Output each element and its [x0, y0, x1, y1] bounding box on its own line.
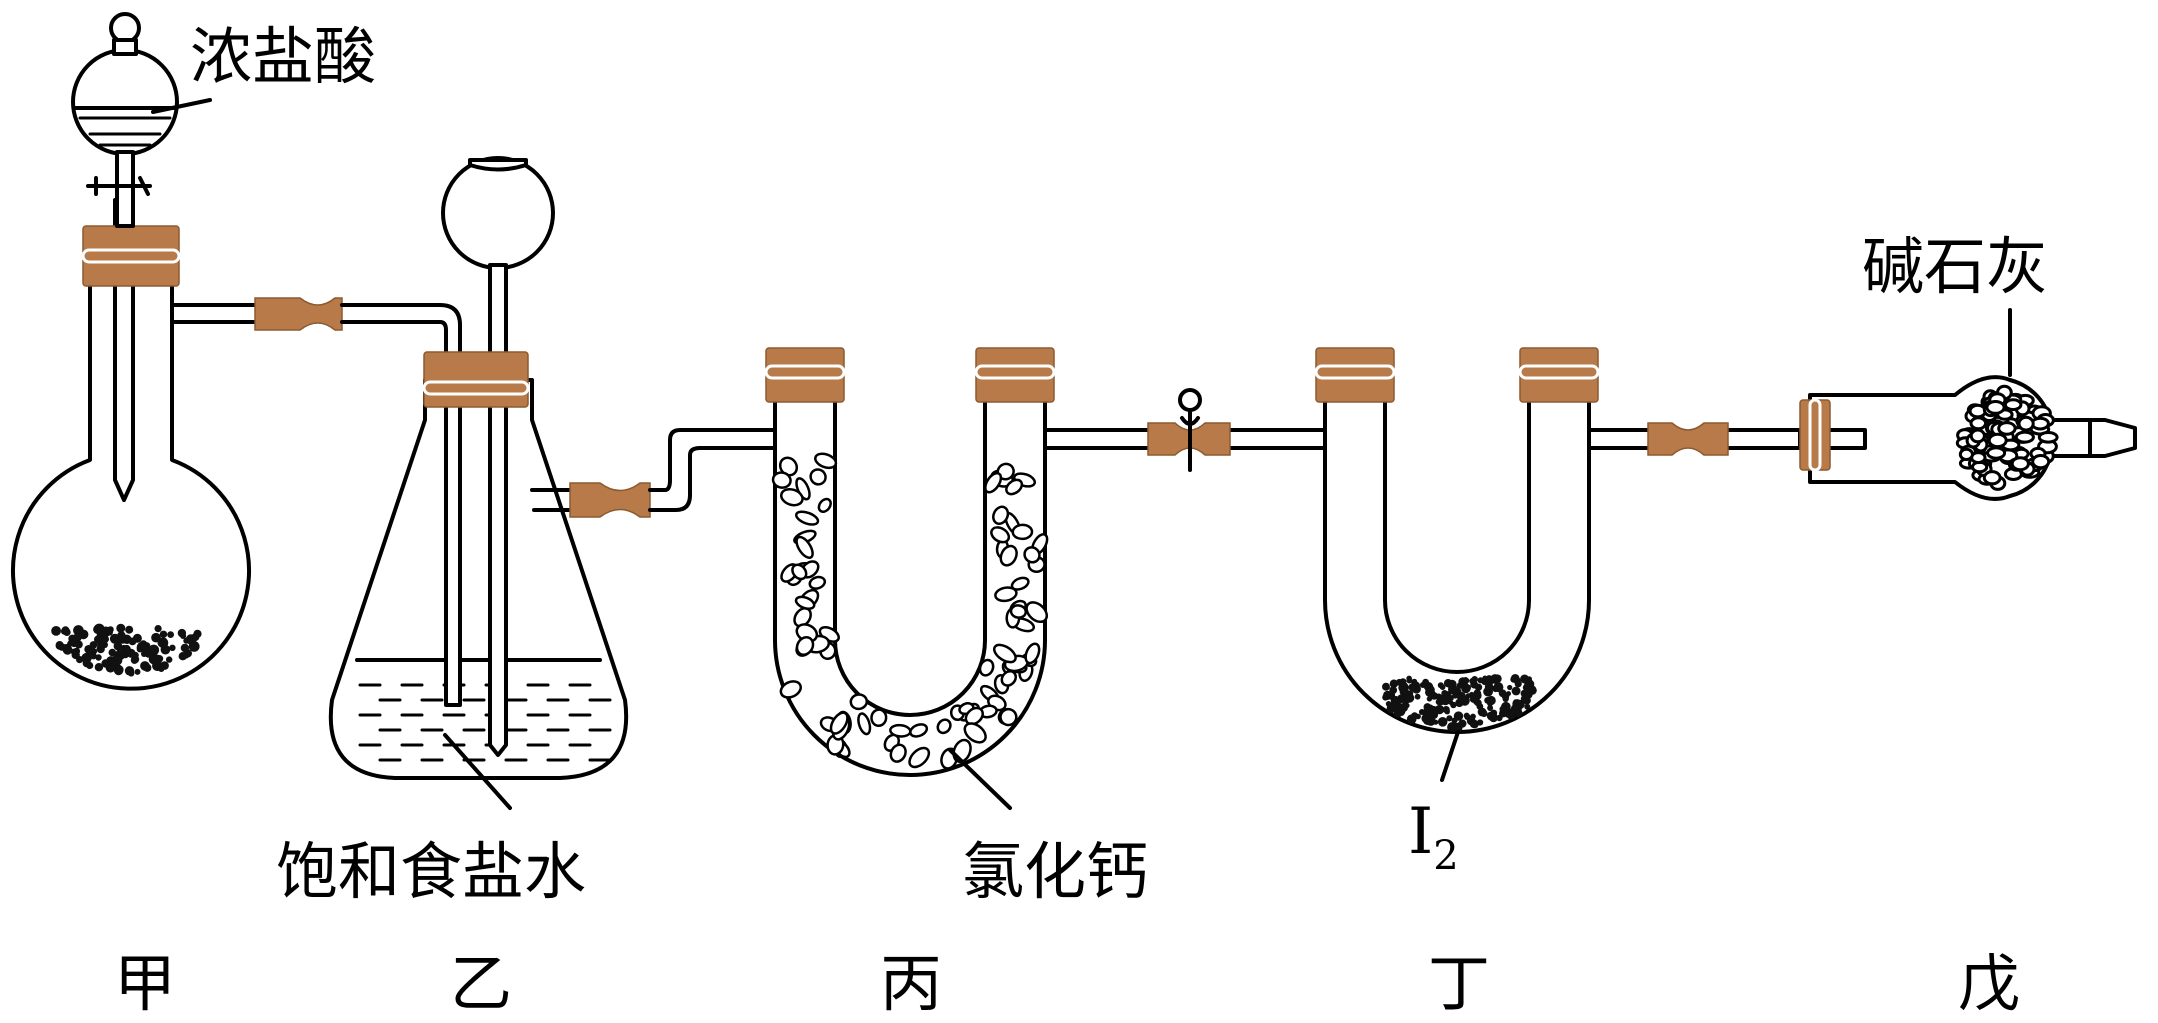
- u-tube-left-stopper: [765, 347, 845, 403]
- apparatus-bing: [764, 347, 1056, 777]
- leader-iodine: [1440, 730, 1460, 782]
- name-yi: 乙: [450, 947, 512, 1020]
- safety-funnel-bulb: [441, 156, 555, 270]
- name-jia: 甲: [114, 947, 176, 1020]
- u-tube-right-stopper: [975, 347, 1055, 403]
- label-iodine: I2: [1408, 795, 1459, 879]
- flask-stopper: [82, 225, 180, 287]
- calcium-chloride-granules: [771, 452, 1049, 770]
- u-tube-calcium-chloride: [773, 388, 1047, 777]
- label-saturated-brine: 饱和食盐水: [276, 835, 586, 908]
- funnel-liquid-lines: [78, 116, 172, 147]
- label-iodine-symbol: I: [1408, 795, 1433, 869]
- conical-flask-side-arm: [530, 488, 577, 512]
- iodine-tube-right-stopper: [1519, 347, 1599, 403]
- brine-inlet-tube: [444, 363, 462, 707]
- apparatus-name-labels: 甲 乙 丙 丁 戊: [114, 947, 2020, 1020]
- label-iodine-subscript: 2: [1433, 833, 1458, 879]
- apparatus-jia: [11, 12, 262, 691]
- connector-ding-wu: [1587, 422, 1802, 456]
- apparatus-wu: [1798, 375, 2137, 501]
- flask-stopper-band: [81, 248, 181, 264]
- iodine-tube-left-stopper: [1315, 347, 1395, 403]
- name-ding: 丁: [1428, 947, 1490, 1020]
- connector-yi-bing: [569, 428, 777, 518]
- name-bing: 丙: [880, 947, 942, 1020]
- connector-jia-yi: [254, 297, 462, 367]
- funnel-neck: [115, 150, 135, 228]
- separatory-funnel-bulb: [71, 48, 179, 156]
- u-tube-iodine: [1323, 388, 1591, 734]
- label-soda-lime: 碱石灰: [1862, 230, 2048, 303]
- funnel-stopcock: [86, 176, 152, 196]
- conical-flask-stopper: [423, 351, 529, 408]
- safety-tube-stem: [488, 263, 508, 757]
- apparatus-yi: [328, 156, 629, 780]
- flask-side-arm: [170, 303, 262, 324]
- name-wu: 戊: [1958, 947, 2020, 1020]
- leader-cacl2: [948, 748, 1012, 810]
- label-concentrated-hcl: 浓盐酸: [190, 20, 376, 93]
- iodine-solid: [1382, 674, 1537, 733]
- leader-hcl: [151, 98, 212, 114]
- soda-lime-granules: [1955, 384, 2059, 491]
- flask-solid-reagent: [51, 623, 202, 677]
- reagent-labels: 浓盐酸 饱和食盐水 氯化钙 I2 碱石灰: [190, 20, 2048, 908]
- conical-flask: [328, 378, 629, 780]
- leader-brine: [443, 733, 512, 810]
- drying-tube-stopper: [1799, 399, 1831, 471]
- connector-bing-ding: [1043, 388, 1327, 472]
- funnel-top-knob: [109, 12, 141, 44]
- label-calcium-chloride: 氯化钙: [962, 835, 1148, 908]
- apparatus-ding: [1314, 347, 1600, 734]
- leader-lines: [151, 98, 2012, 810]
